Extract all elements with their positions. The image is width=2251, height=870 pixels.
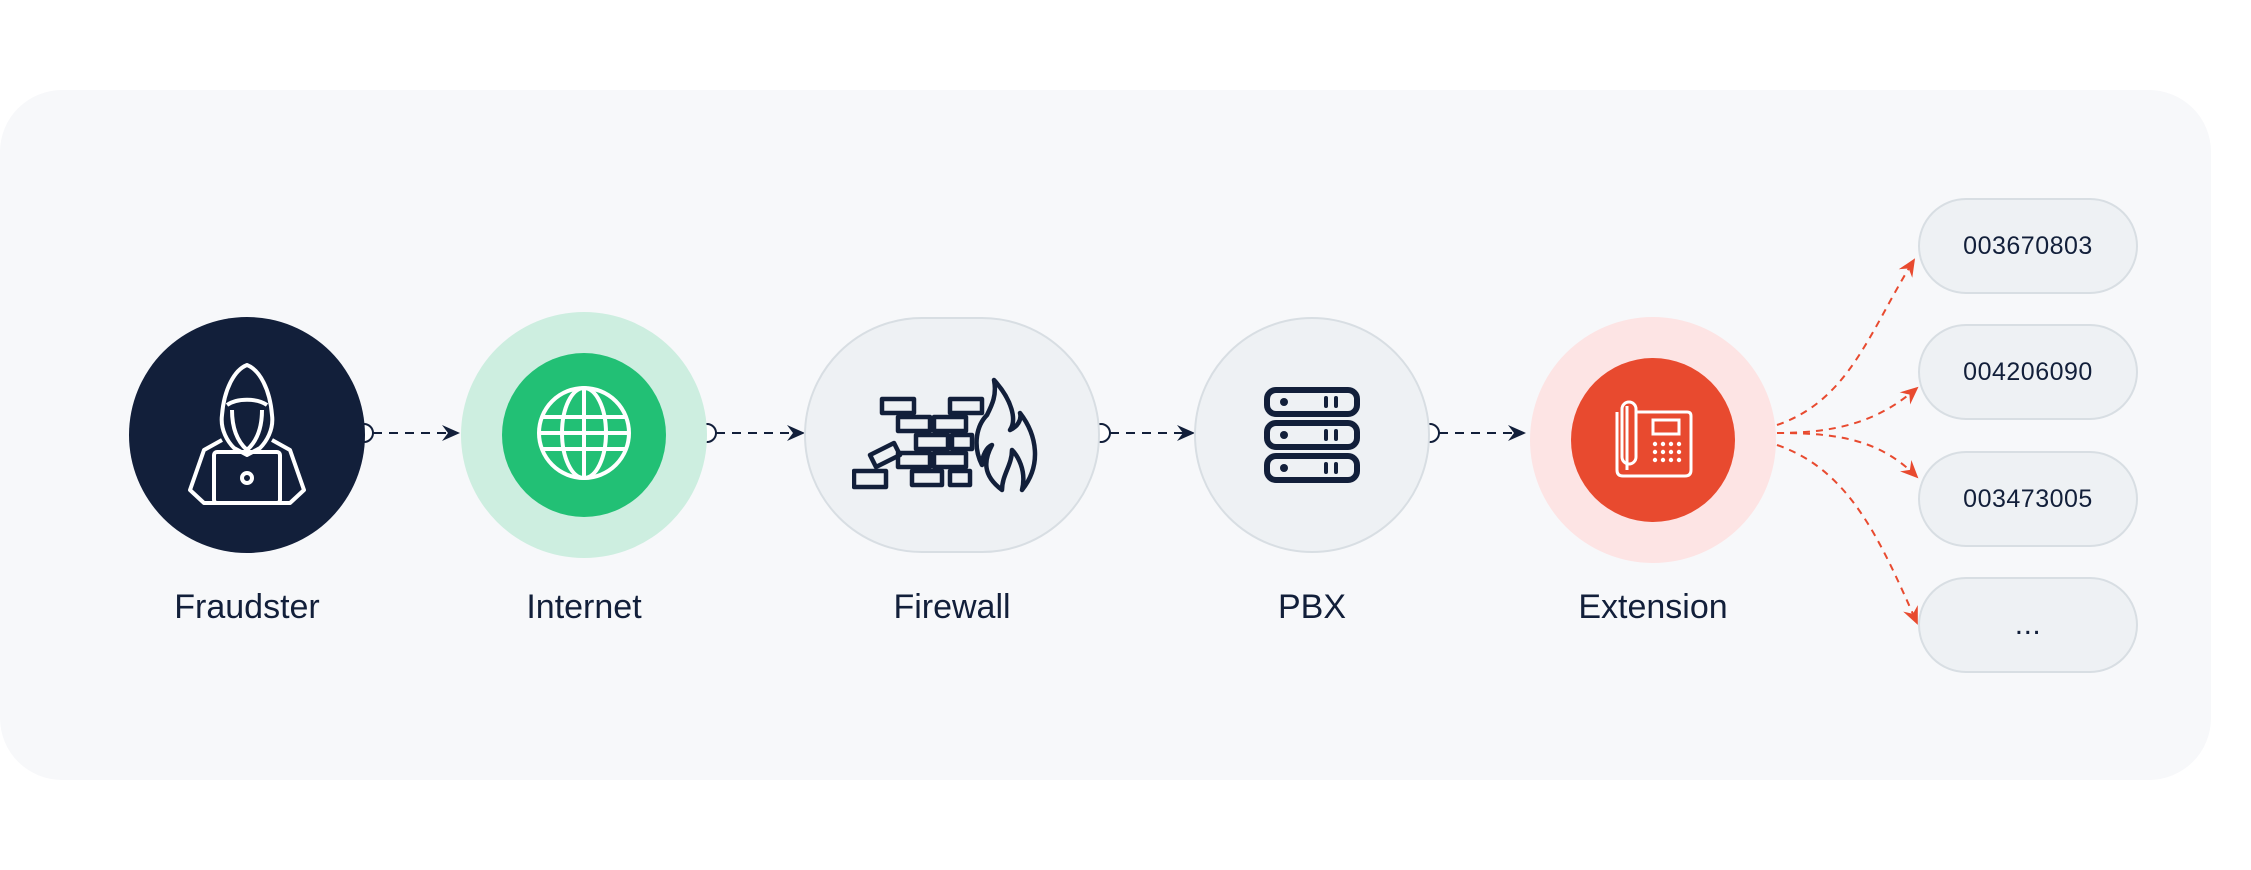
target-number: 004206090 <box>1918 324 2138 420</box>
node-pbx <box>1194 317 1430 553</box>
globe-icon <box>537 386 631 480</box>
node-fraudster <box>129 317 365 553</box>
target-number: 003473005 <box>1918 451 2138 547</box>
firewall-icon <box>852 377 1038 493</box>
node-firewall <box>804 317 1100 553</box>
arrow-extension-target-1 <box>1776 258 1916 426</box>
node-label-internet: Internet <box>526 588 642 626</box>
desk-phone-icon <box>1615 400 1693 478</box>
node-label-extension: Extension <box>1578 588 1728 626</box>
arrow-extension-target-2 <box>1776 386 1919 434</box>
arrow-extension-target-4 <box>1776 444 1918 625</box>
arrow-extension-target-3 <box>1776 432 1919 479</box>
hacker-icon <box>188 363 306 505</box>
target-number: 003670803 <box>1918 198 2138 294</box>
node-label-pbx: PBX <box>1277 588 1347 626</box>
node-extension <box>1530 317 1776 563</box>
node-internet <box>461 312 707 558</box>
target-more: ... <box>1918 577 2138 673</box>
server-icon <box>1264 387 1360 483</box>
node-label-fraudster: Fraudster <box>174 588 320 626</box>
node-label-firewall: Firewall <box>893 588 1011 626</box>
